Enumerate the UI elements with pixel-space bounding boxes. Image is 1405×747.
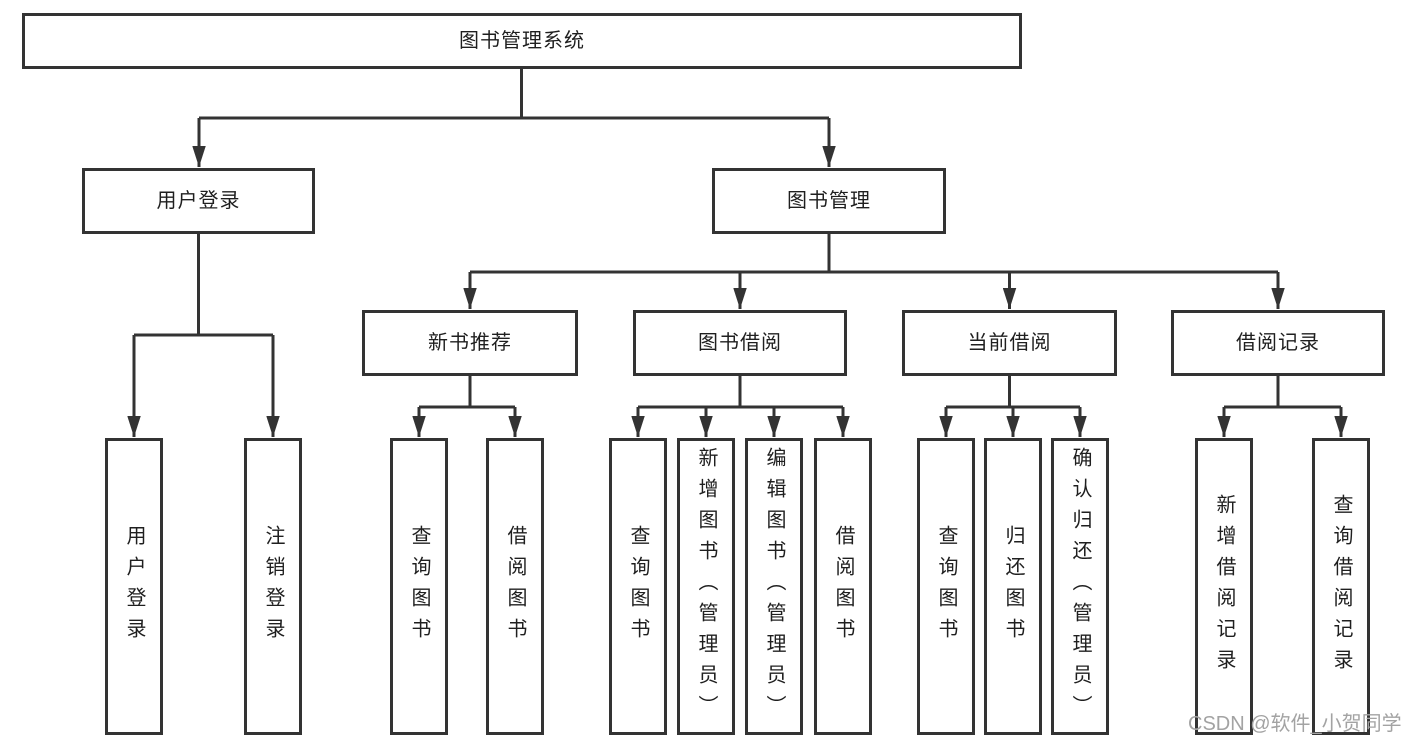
node-root-label: 图书管理系统 [459, 30, 585, 52]
connector-borrow-records-bus [1224, 374, 1341, 409]
leaf-return-books: 归还图书 [984, 438, 1042, 735]
connector-current-borrow-bus [946, 374, 1080, 409]
leaf-confirm-return-admin-label: 确认归还（管理员） [1069, 447, 1091, 726]
leaf-return-books-label: 归还图书 [1002, 524, 1024, 649]
csdn-watermark: CSDN @软件_小贺同学 [1188, 713, 1402, 735]
leaf-logout-login-label: 注销登录 [262, 524, 284, 649]
node-book-borrow-label: 图书借阅 [698, 332, 782, 354]
leaf-logout-login: 注销登录 [244, 438, 302, 735]
node-root-library-system: 图书管理系统 [22, 13, 1022, 69]
node-current-borrow: 当前借阅 [902, 310, 1117, 376]
connector-user-login-bus [134, 232, 273, 337]
node-current-borrow-label: 当前借阅 [967, 332, 1052, 354]
leaf-query-books-recommend: 查询图书 [390, 438, 448, 735]
leaf-add-books-admin: 新增图书（管理员） [677, 438, 735, 735]
leaf-borrow-books-recommend-label: 借阅图书 [504, 524, 526, 649]
leaf-add-borrow-record: 新增借阅记录 [1195, 438, 1253, 735]
leaf-borrow-books-recommend: 借阅图书 [486, 438, 544, 735]
leaf-confirm-return-admin: 确认归还（管理员） [1051, 438, 1109, 735]
node-new-book-recommend-label: 新书推荐 [428, 332, 512, 354]
leaf-query-books-current-label: 查询图书 [935, 524, 957, 649]
leaf-borrow-books: 借阅图书 [814, 438, 872, 735]
node-user-login: 用户登录 [82, 168, 315, 234]
leaf-user-login-label: 用户登录 [123, 524, 145, 649]
node-user-login-label: 用户登录 [156, 190, 241, 212]
node-new-book-recommend: 新书推荐 [362, 310, 578, 376]
leaf-query-books-borrow: 查询图书 [609, 438, 667, 735]
leaf-query-borrow-record: 查询借阅记录 [1312, 438, 1370, 735]
leaf-add-books-admin-label: 新增图书（管理员） [695, 447, 717, 726]
node-book-borrow: 图书借阅 [633, 310, 847, 376]
leaf-edit-books-admin-label: 编辑图书（管理员） [763, 447, 785, 726]
connector-book-management-bus [470, 232, 1278, 274]
node-borrow-records: 借阅记录 [1171, 310, 1385, 376]
leaf-edit-books-admin: 编辑图书（管理员） [745, 438, 803, 735]
leaf-user-login: 用户登录 [105, 438, 163, 735]
node-book-management-label: 图书管理 [787, 190, 871, 212]
node-borrow-records-label: 借阅记录 [1236, 332, 1320, 354]
connector-book-borrow-bus [638, 374, 843, 409]
connector-root-bus [199, 66, 829, 120]
leaf-query-borrow-record-label: 查询借阅记录 [1330, 493, 1352, 680]
leaf-query-books-borrow-label: 查询图书 [627, 524, 649, 649]
leaf-query-books-recommend-label: 查询图书 [408, 524, 430, 649]
leaf-query-books-current: 查询图书 [917, 438, 975, 735]
leaf-add-borrow-record-label: 新增借阅记录 [1213, 493, 1235, 680]
node-book-management: 图书管理 [712, 168, 946, 234]
connector-recommend-bus [419, 374, 515, 409]
leaf-borrow-books-label: 借阅图书 [832, 524, 854, 649]
